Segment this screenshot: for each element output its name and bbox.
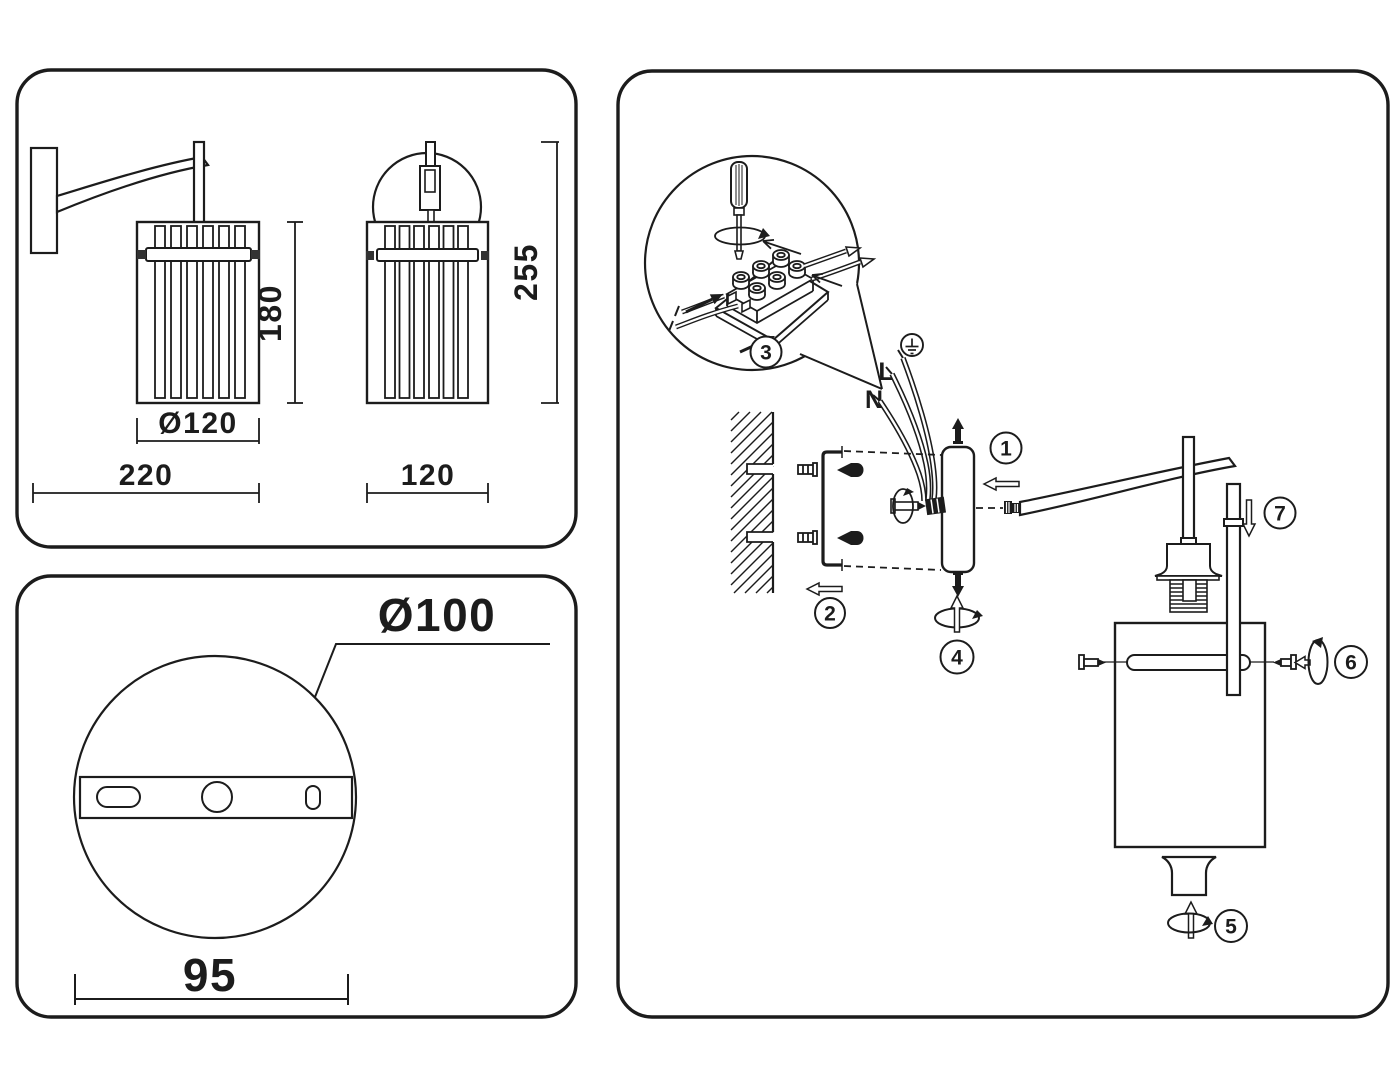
mains-wires: [872, 349, 938, 502]
dim-label-255: 255: [508, 243, 544, 301]
slot-hole: [96, 786, 141, 808]
push-arrow: [805, 581, 843, 597]
dim-front-height: 255: [508, 141, 559, 404]
lamp-arm: [55, 155, 210, 214]
lamp-rod: [192, 140, 206, 226]
step-2-label: 2: [824, 603, 836, 626]
step-7-badge: 7: [1263, 496, 1297, 530]
rotation-arrow-icon: [934, 594, 983, 633]
glass-rod: [1223, 482, 1257, 697]
rod-and-socket: [1154, 435, 1223, 613]
wiring-labels: L N: [865, 333, 924, 414]
terminal-block: [714, 249, 830, 350]
cable-gland: [1004, 501, 1020, 514]
mounting-plate-circle: [72, 654, 358, 940]
dim-label-d120: Ø120: [158, 407, 237, 440]
cup-screw-top: [952, 418, 964, 444]
lamp-arm: [1018, 456, 1237, 517]
insert-down-arrow: [1241, 499, 1257, 538]
step-5-label: 5: [1225, 916, 1237, 939]
panel-installation-steps: 3 L N: [616, 69, 1390, 1019]
drill-hole: [746, 463, 773, 475]
wall-plug-anchors: [797, 462, 818, 545]
drill-hole: [746, 531, 773, 543]
socket-thread: [1169, 579, 1208, 613]
neutral-wire-label: N: [865, 386, 883, 414]
step-1-badge: 1: [989, 431, 1023, 465]
terminal-detail-balloon: 3: [643, 154, 884, 392]
rotation-arrow-icon: [1167, 912, 1213, 934]
bottom-finial: [1161, 855, 1217, 939]
dim-label-120: 120: [401, 459, 456, 492]
step-3-badge: 3: [749, 335, 783, 369]
live-wire-label: L: [878, 358, 893, 386]
step-2-badge: 2: [814, 597, 846, 629]
shade-slats: [154, 225, 246, 399]
dim-label-180: 180: [252, 284, 288, 342]
rotation-arrow-icon: [892, 488, 914, 524]
canopy-cup: [890, 418, 983, 633]
dim-side-diameter: Ø120: [136, 407, 260, 444]
dim-side-height: 180: [252, 221, 303, 404]
dim-plate-holes: 95: [74, 949, 349, 1005]
socket-cap: [1154, 543, 1223, 577]
dim-label-220: 220: [119, 459, 174, 492]
rotation-arrow-icon: [1307, 637, 1329, 685]
dim-side-depth: 220: [32, 459, 260, 503]
push-arrow: [1293, 655, 1311, 670]
step-3-label: 3: [760, 342, 772, 365]
wire-connector: [924, 496, 947, 516]
step-4-label: 4: [951, 647, 963, 670]
small-hole: [305, 785, 321, 810]
step-7-label: 7: [1274, 503, 1286, 526]
step-6-badge: 6: [1334, 645, 1368, 679]
grub-screw: [890, 488, 926, 524]
dim-label-d100: Ø100: [378, 589, 497, 641]
step-5-badge: 5: [1214, 909, 1248, 943]
panel-product-dimensions: 180 Ø120 220 255 120: [15, 68, 578, 549]
crossbar-screw-left: [1078, 654, 1106, 670]
dim-front-width: 120: [366, 459, 489, 503]
screwdriver-icon: [714, 161, 770, 260]
mounting-screw: [837, 463, 864, 477]
cup-screw-bottom: [952, 572, 964, 597]
wall-hatch-section: [730, 411, 775, 594]
step-4-badge: 4: [939, 639, 975, 675]
shade-slats: [384, 225, 469, 399]
panel-mounting-plate: Ø100 95: [15, 574, 578, 1019]
push-arrow: [982, 476, 1020, 492]
mounting-screw: [837, 531, 864, 545]
dim-label-95: 95: [183, 949, 237, 1001]
ground-icon: [900, 333, 924, 357]
step-6-label: 6: [1345, 652, 1357, 675]
leader-line: [314, 643, 550, 698]
wall-bracket: [821, 446, 942, 571]
front-view-drawing: [365, 141, 490, 405]
center-hole: [201, 781, 233, 813]
crossbar-screw-right: [1273, 654, 1297, 670]
shade-assembly: [1078, 621, 1329, 849]
side-view-drawing: [29, 140, 261, 405]
step-1-label: 1: [1000, 438, 1012, 461]
